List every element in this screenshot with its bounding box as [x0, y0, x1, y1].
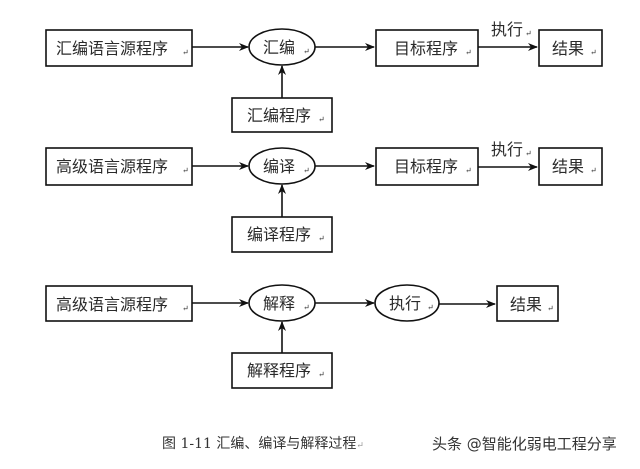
paragraph-mark: ↵	[590, 48, 597, 57]
paragraph-mark: ↵	[303, 166, 310, 175]
paragraph-mark: ↵	[465, 48, 472, 57]
translator-box	[231, 97, 333, 133]
source-box	[45, 29, 193, 67]
process-label: 编译	[263, 157, 295, 176]
row-interpret: 高级语言源程序 ↵ 解释 ↵ 解释程序 ↵ 执行 ↵ 结果 ↵	[45, 284, 559, 389]
exec-label: 执行	[491, 20, 523, 39]
process-label: 汇编	[263, 38, 295, 57]
source-label: 高级语言源程序	[56, 157, 168, 176]
paragraph-mark: ↵	[525, 29, 532, 38]
paragraph-mark: ↵	[590, 166, 597, 175]
result-label: 结果	[552, 39, 584, 58]
target-label: 目标程序	[394, 39, 458, 58]
result-box	[496, 285, 559, 322]
translator-label: 编译程序	[247, 225, 311, 244]
paragraph-mark: ↵	[427, 303, 434, 312]
paragraph-mark: ↵	[525, 149, 532, 158]
source-watermark: 头条 @智能化弱电工程分享	[432, 435, 617, 453]
result-label: 结果	[552, 157, 584, 176]
process-label: 解释	[263, 294, 295, 313]
paragraph-mark: ↵	[318, 234, 325, 243]
target-box	[375, 147, 479, 186]
paragraph-mark: ↵	[182, 166, 189, 175]
source-label: 高级语言源程序	[56, 295, 168, 314]
paragraph-mark: ↵	[547, 304, 554, 313]
paragraph-mark: ↵	[303, 47, 310, 56]
target-label: 目标程序	[394, 157, 458, 176]
row-compile: 高级语言源程序 ↵ 编译 ↵ 编译程序 ↵ 目标程序 ↵ 执行 ↵ 结果 ↵	[45, 140, 603, 253]
figure-caption: 图 1-11 汇编、编译与解释过程↵	[162, 433, 364, 453]
translator-label: 解释程序	[247, 361, 311, 380]
caption-text: 图 1-11 汇编、编译与解释过程	[162, 436, 357, 452]
result-box	[538, 147, 603, 186]
exec-ellipse	[374, 284, 440, 322]
source-box	[45, 147, 193, 186]
paragraph-mark: ↵	[465, 166, 472, 175]
paragraph-mark: ↵	[318, 115, 325, 124]
result-box	[538, 29, 603, 67]
paragraph-mark: ↵	[303, 303, 310, 312]
translator-label: 汇编程序	[247, 106, 311, 125]
target-box	[375, 29, 479, 67]
translator-box	[231, 352, 333, 389]
paragraph-mark: ↵	[182, 48, 189, 57]
exec-label: 执行	[491, 140, 523, 159]
paragraph-mark: ↵	[182, 304, 189, 313]
exec-node-label: 执行	[389, 294, 421, 313]
paragraph-mark: ↵	[318, 370, 325, 379]
row-assembly: 汇编语言源程序 ↵ 汇编 ↵ 汇编程序 ↵ 目标程序 ↵ 执行 ↵ 结果 ↵	[45, 20, 603, 133]
paragraph-mark: ↵	[356, 441, 364, 451]
source-label: 汇编语言源程序	[56, 39, 168, 58]
result-label: 结果	[510, 295, 542, 314]
